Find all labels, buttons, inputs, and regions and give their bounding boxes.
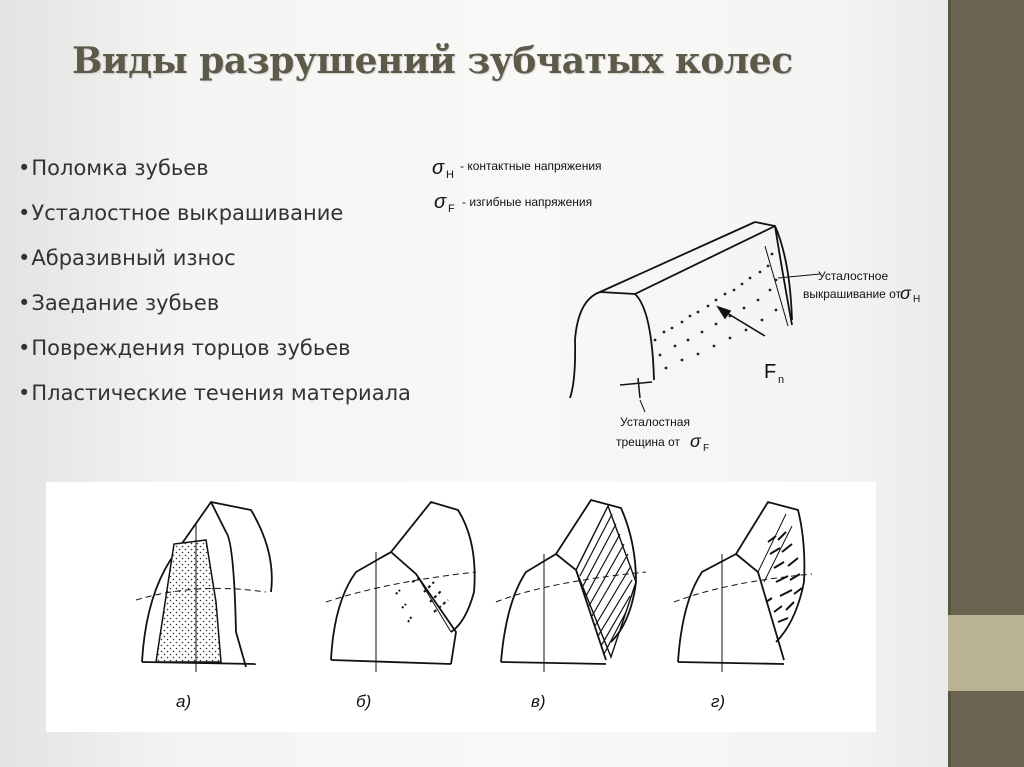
pitting-leader-line [777, 273, 821, 279]
tooth-drawing-pitting [325, 500, 477, 672]
bullet-item: •Повреждения торцов зубьев [18, 330, 411, 375]
tooth-drawing-scuffing [673, 500, 813, 672]
legend-sigma-subscript: H [446, 169, 454, 181]
tooth-stress-diagram: σ H - контактные напряжения σ F - изгибн… [432, 157, 920, 454]
caption-b: б) [356, 692, 371, 711]
legend-text: - контактные напряжения [460, 159, 602, 173]
slide-title: Виды разрушений зубчатых колес [72, 40, 793, 82]
bullet-marker: • [18, 336, 31, 360]
bullet-list: •Поломка зубьев •Усталостное выкрашивани… [18, 150, 411, 420]
legend-text: - изгибные напряжения [462, 195, 592, 209]
tooth-drawing-wear [495, 498, 647, 672]
pitting-label-line1: Усталостное [818, 269, 888, 283]
pitting-label-sigma: σ [900, 283, 912, 303]
gear-tooth-drawing [569, 221, 793, 399]
crack-label-line1: Усталостная [620, 415, 690, 429]
bullet-marker: • [18, 246, 31, 270]
tooth-failure-drawings: а) б) в) [46, 482, 876, 732]
side-bar-edge [948, 0, 951, 767]
bullet-text: Повреждения торцов зубьев [31, 336, 351, 360]
legend-sigma-symbol: σ [432, 157, 445, 179]
legend-sigma-symbol: σ [434, 191, 447, 213]
crack-label-sigma: σ [690, 431, 702, 451]
bullet-item: •Заедание зубьев [18, 285, 411, 330]
crack-marker [619, 377, 653, 399]
legend-sigma-subscript: F [448, 203, 455, 215]
pitting-label-line2: выкрашивание от [803, 287, 902, 301]
bullet-item: •Пластические течения материала [18, 375, 411, 420]
side-bar-accent-block [948, 615, 1024, 691]
bullet-text: Усталостное выкрашивание [31, 201, 344, 225]
bullet-text: Пластические течения материала [31, 381, 411, 405]
legend-bending-stress: σ F - изгибные напряжения [434, 191, 592, 215]
bullet-text: Поломка зубьев [31, 156, 209, 180]
force-subscript: n [778, 374, 784, 386]
crack-leader-line [639, 399, 646, 413]
caption-a: а) [176, 692, 191, 711]
caption-v: в) [531, 692, 546, 711]
bullet-text: Абразивный износ [31, 246, 236, 270]
bullet-item: •Поломка зубьев [18, 150, 411, 195]
legend-contact-stress: σ H - контактные напряжения [432, 157, 602, 181]
bullet-marker: • [18, 291, 31, 315]
force-label: F [764, 361, 776, 383]
bullet-marker: • [18, 381, 31, 405]
force-arrow [716, 305, 766, 337]
bullet-marker: • [18, 201, 31, 225]
bullet-item: •Усталостное выкрашивание [18, 195, 411, 240]
bullet-item: •Абразивный износ [18, 240, 411, 285]
crack-label-subscript: F [703, 443, 709, 454]
caption-g: г) [711, 692, 725, 711]
bullet-text: Заедание зубьев [31, 291, 220, 315]
bullet-marker: • [18, 156, 31, 180]
pitting-dots [653, 252, 778, 370]
side-bar [948, 0, 1024, 767]
pitting-label-subscript: H [913, 294, 920, 305]
crack-label-line2: трещина от [616, 435, 680, 449]
tooth-drawing-broken [135, 501, 273, 672]
